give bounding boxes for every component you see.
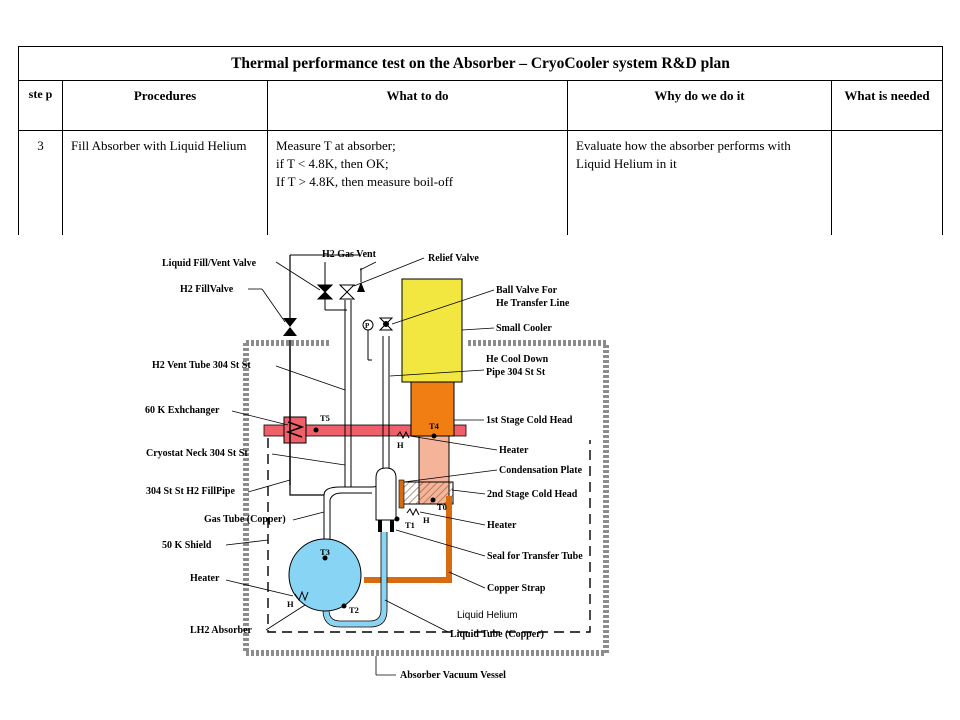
label-heater-2: Heater [487, 520, 517, 531]
h2-fill-valve [283, 318, 297, 336]
condensation-plate-edge [398, 479, 405, 509]
sensor-t3: T3 [320, 547, 330, 557]
label-seal: Seal for Transfer Tube [487, 551, 583, 562]
sensor-t4-dot [431, 433, 437, 439]
cell-step: 3 [18, 130, 63, 235]
leader-lines [225, 257, 498, 676]
label-heater-absorber: Heater [190, 573, 220, 584]
label-relief-valve: Relief Valve [428, 253, 479, 264]
label-lh2-absorber: LH2 Absorber [190, 625, 253, 636]
what-line-3: If T > 4.8K, then measure boil-off [276, 174, 454, 189]
transfer-tube-bulb [375, 467, 397, 521]
label-copper-strap: Copper Strap [487, 583, 546, 594]
what-line-2: if T < 4.8K, then OK; [276, 156, 389, 171]
gas-vent-arrow-icon [357, 282, 365, 292]
first-stage-cold-head [410, 381, 455, 437]
label-ball-valve-1: Ball Valve For [496, 285, 558, 296]
plan-table: Thermal performance test on the Absorber… [17, 46, 944, 235]
label-h2-gas-vent: H2 Gas Vent [322, 249, 377, 260]
table-row: 3 Fill Absorber with Liquid Helium Measu… [18, 130, 944, 235]
label-he-cool-down-2: Pipe 304 St St [486, 367, 546, 378]
head-heater-1 [396, 430, 410, 440]
label-vacuum-vessel: Absorber Vacuum Vessel [400, 670, 506, 681]
cell-what-to-do: Measure T at absorber; if T < 4.8K, then… [267, 130, 568, 235]
label-gas-tube: Gas Tube (Copper) [204, 514, 286, 525]
cell-needed [830, 130, 944, 235]
label-cryostat-neck: Cryostat Neck 304 St St [146, 448, 248, 459]
label-h2-fill-valve: H2 FillValve [180, 284, 234, 295]
label-second-stage: 2nd Stage Cold Head [487, 489, 578, 500]
sensor-t5: T5 [320, 413, 330, 423]
exchanger-coil [285, 421, 305, 438]
label-liquid-fill-vent-valve: Liquid Fill/Vent Valve [162, 258, 257, 269]
h2-fill-pipe [289, 255, 324, 496]
seal-transfer-tube [378, 520, 382, 532]
sensor-h3: H [287, 599, 294, 609]
sensor-t2: T2 [349, 605, 359, 615]
label-60k-exchanger: 60 K Exhchanger [145, 405, 220, 416]
shield-50k [267, 438, 591, 633]
label-h2-vent-tube: H2 Vent Tube 304 St St [152, 360, 251, 371]
sensor-t1-dot [394, 516, 400, 522]
liquid-tube [323, 532, 387, 627]
sensor-t0: T0 [437, 502, 447, 512]
sensor-t0-dot [430, 497, 436, 503]
small-cooler [401, 278, 463, 383]
sensor-p: P [365, 322, 370, 330]
label-h2-fill-pipe: 304 St St H2 FillPipe [146, 486, 235, 497]
sensor-t3-dot [322, 555, 328, 561]
lh2-absorber [288, 538, 362, 612]
he-cool-down-pipe [382, 336, 390, 470]
label-he-cool-down-1: He Cool Down [486, 354, 549, 365]
header-step: ste p [18, 80, 63, 131]
label-condensation-plate: Condensation Plate [499, 465, 583, 476]
h2-vent-tube [344, 300, 352, 487]
header-what-to-do: What to do [267, 80, 568, 131]
label-liquid-helium: Liquid Helium [457, 610, 518, 621]
sensor-t5-dot [313, 427, 319, 433]
sensor-t4: T4 [429, 421, 440, 431]
label-first-stage: 1st Stage Cold Head [486, 415, 573, 426]
header-what-is-needed: What is needed [830, 80, 944, 131]
absorber-vacuum-vessel [243, 340, 609, 656]
table-title: Thermal performance test on the Absorber… [17, 46, 944, 81]
absorber-heater [294, 590, 309, 602]
what-line-1: Measure T at absorber; [276, 138, 396, 153]
label-50k-shield: 50 K Shield [162, 540, 212, 551]
head-heater-2 [406, 507, 420, 517]
exchanger-60k-bar [263, 424, 467, 437]
sensor-h2: H [423, 515, 430, 525]
sensor-h1: H [397, 440, 404, 450]
label-heater-1: Heater [499, 445, 529, 456]
label-ball-valve-2: He Transfer Line [496, 298, 570, 309]
copper-strap [364, 496, 452, 583]
label-small-cooler: Small Cooler [496, 323, 552, 334]
sensor-t2-dot [341, 603, 347, 609]
label-liquid-tube: Liquid Tube (Copper) [450, 629, 544, 640]
condensation-plate [402, 481, 454, 505]
relief-valve-icon [338, 284, 356, 300]
sensor-t1: T1 [405, 520, 415, 530]
cell-why: Evaluate how the absorber performs with … [567, 130, 832, 235]
